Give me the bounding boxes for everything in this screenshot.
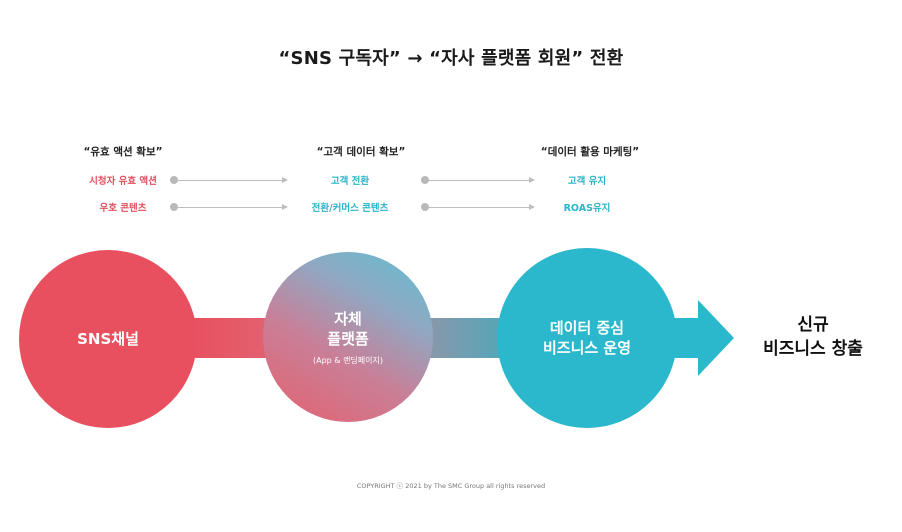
item-roas: ROAS유지 — [563, 203, 611, 214]
column-heading-2: “고객 데이터 확보” — [316, 146, 406, 158]
flow-band-1 — [190, 318, 275, 358]
connector-dot — [421, 203, 429, 211]
stage-label-line1: 데이터 중심 — [549, 319, 625, 337]
arrow-right-icon — [282, 204, 288, 210]
column-heading-3: “데이터 활용 마케팅” — [540, 146, 640, 158]
connector-dot — [170, 176, 178, 184]
item-viewer-action: 시청자 유효 액션 — [89, 176, 157, 187]
connector-dot — [421, 176, 429, 184]
stage-own-platform: 자체 플랫폼 (App & 랜딩페이지) — [263, 252, 433, 422]
flow-arrowhead-icon — [698, 300, 734, 376]
stage-data-business: 데이터 중심 비즈니스 운영 — [497, 248, 677, 428]
connector-line — [178, 180, 282, 181]
connector-line — [429, 207, 529, 208]
item-customer-conversion: 고객 전환 — [330, 176, 370, 187]
arrow-right-icon — [282, 177, 288, 183]
stage-label-line2: 비즈니스 운영 — [542, 339, 632, 357]
connector-line — [429, 180, 529, 181]
arrow-right-icon — [529, 204, 535, 210]
stage-sns-channel: SNS채널 — [19, 250, 197, 428]
stage-label: SNS채널 — [77, 330, 139, 348]
stage-sublabel: (App & 랜딩페이지) — [313, 355, 383, 365]
result-text: 신규 비즈니스 창출 — [738, 313, 888, 361]
copyright-notice: COPYRIGHT ⓒ 2021 by The SMC Group all ri… — [356, 482, 546, 490]
arrow-right-icon — [529, 177, 535, 183]
stage-label-line1: 자체 — [334, 309, 362, 328]
connector-line — [178, 207, 282, 208]
connector-dot — [170, 203, 178, 211]
stage-label-line2: 플랫폼 — [327, 329, 369, 348]
item-commerce-content: 전환/커머스 콘텐츠 — [311, 203, 389, 214]
item-friendly-content: 우호 콘텐츠 — [99, 203, 147, 214]
page-title: “SNS 구독자” → “자사 플랫폼 회원” 전환 — [278, 48, 624, 69]
flow-band-2 — [420, 318, 510, 358]
result-line1: 신규 — [797, 315, 829, 335]
item-customer-retention: 고객 유지 — [567, 176, 607, 187]
column-heading-1: “유효 액션 확보” — [83, 146, 163, 158]
result-line2: 비즈니스 창출 — [763, 339, 863, 359]
